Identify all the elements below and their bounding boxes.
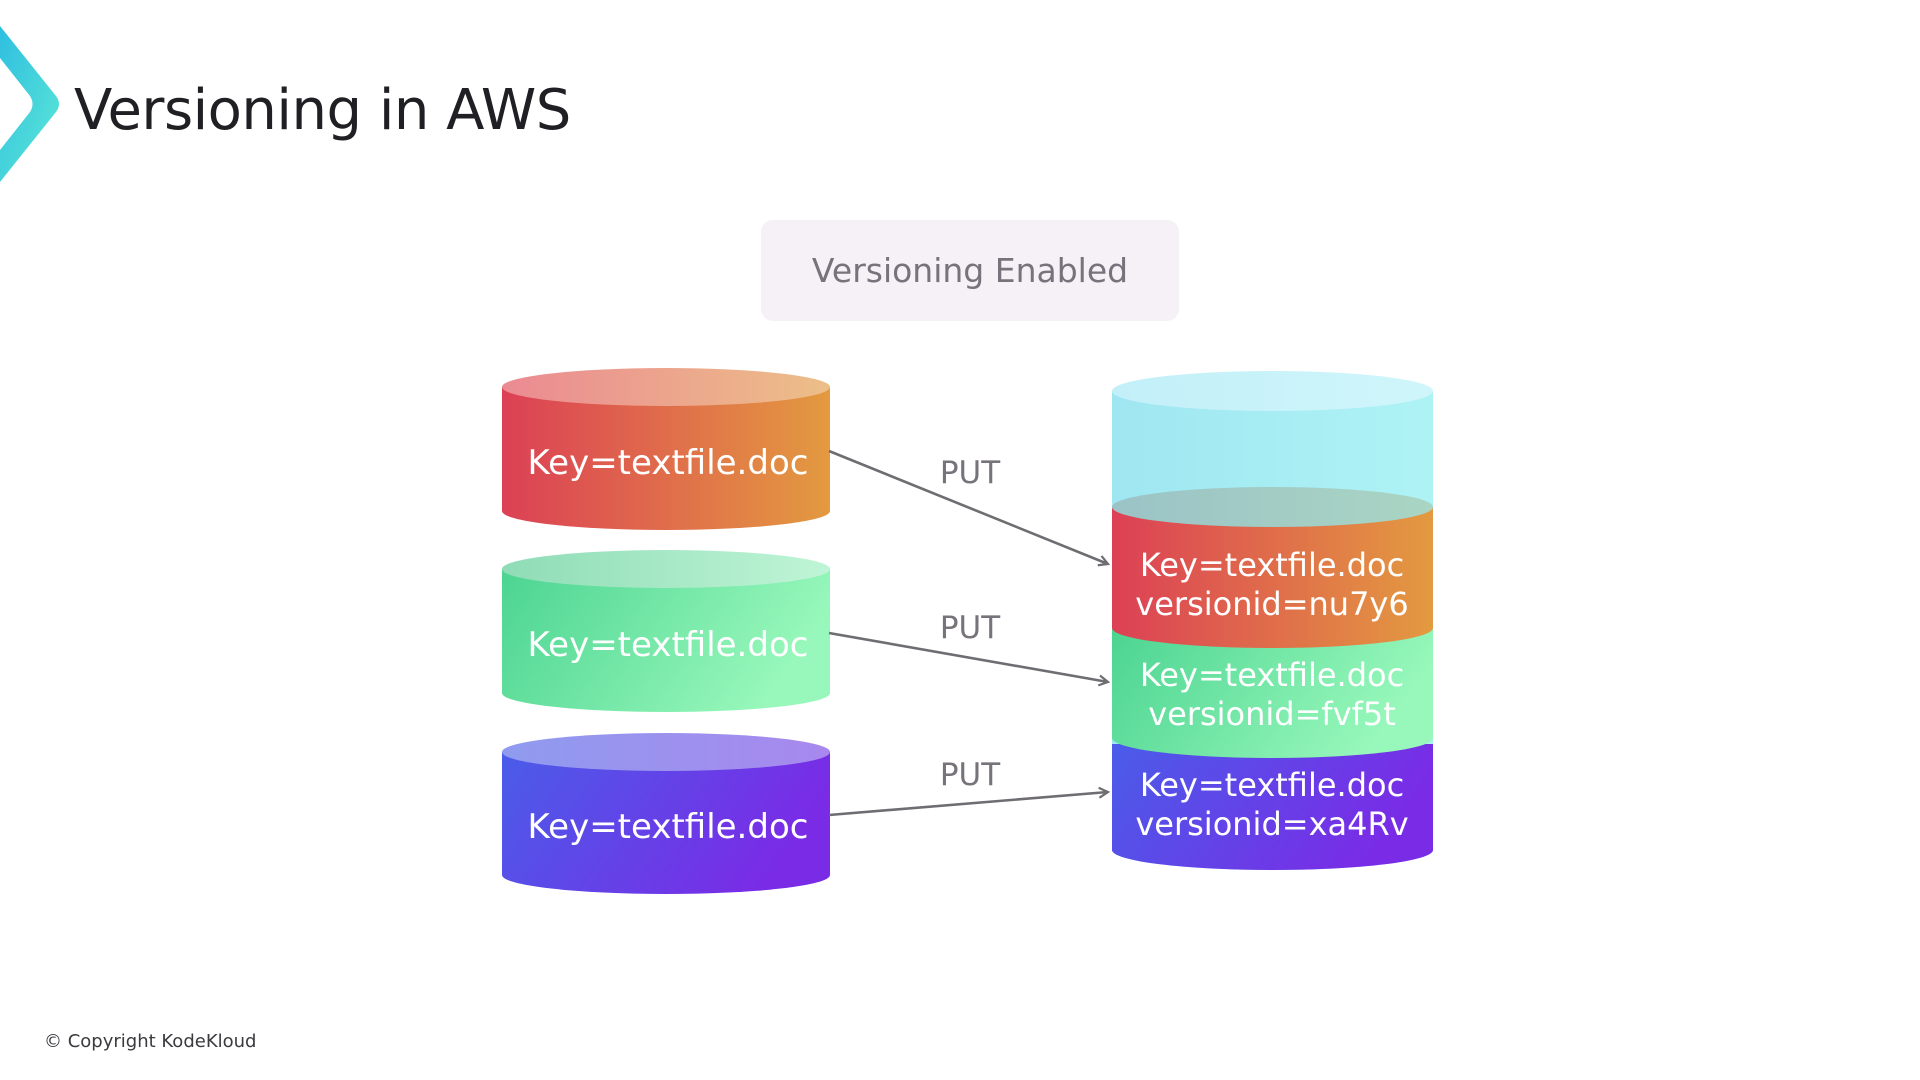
versioning-enabled-badge: Versioning Enabled [761,220,1179,321]
version-id-label: versionid=xa4Rv [1135,805,1408,843]
put-arrow [828,792,1108,817]
source-object-label: Key=textfile.doc [528,807,809,847]
source-object-green: Key=textfile.doc [502,550,830,712]
put-label: PUT [940,455,1001,491]
bucket-version-green: Key=textfile.doc versionid=fvf5t [1112,628,1433,758]
put-label: PUT [940,757,1001,793]
kodekloud-logo-icon [0,26,59,182]
slide-title: Versioning in AWS [74,78,571,143]
put-arrow [828,631,1108,682]
source-object-purple: Key=textfile.doc [502,733,830,894]
bucket-version-red: Key=textfile.doc versionid=nu7y6 [1112,487,1433,648]
source-object-label: Key=textfile.doc [528,443,809,483]
put-arrow [828,449,1108,564]
source-object-label: Key=textfile.doc [528,625,809,665]
badge-label: Versioning Enabled [811,251,1129,290]
put-label: PUT [940,610,1001,646]
version-id-label: versionid=fvf5t [1148,695,1396,733]
copyright-text: © Copyright KodeKloud [44,1031,257,1052]
versioned-bucket: Key=textfile.doc versionid=xa4Rv Key=tex… [1112,371,1433,870]
source-object-red: Key=textfile.doc [502,368,830,530]
version-key-label: Key=textfile.doc [1140,656,1404,694]
version-id-label: versionid=nu7y6 [1135,585,1408,623]
bucket-version-purple: Key=textfile.doc versionid=xa4Rv [1112,744,1433,870]
version-key-label: Key=textfile.doc [1140,546,1404,584]
version-key-label: Key=textfile.doc [1140,766,1404,804]
